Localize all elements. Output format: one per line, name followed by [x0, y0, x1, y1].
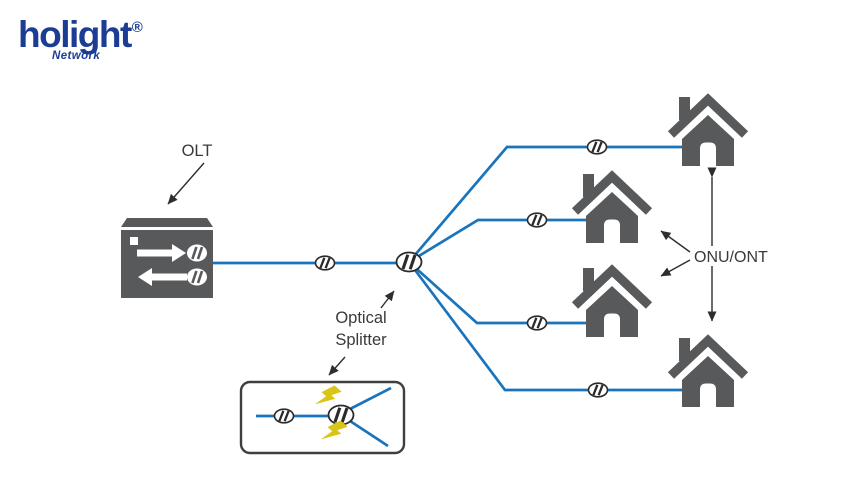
fiber-links	[213, 145, 698, 392]
inset-splice-icon	[273, 408, 295, 424]
feeder-splice-icon	[314, 255, 336, 271]
onu-ont-label: ONU/ONT	[694, 249, 768, 266]
drop-splice-4-icon	[587, 382, 609, 398]
splitter-label-arrow-to-inset	[328, 356, 346, 376]
olt-device	[121, 218, 213, 298]
drop-fiber-1	[407, 145, 698, 263]
drop-splice-1-icon	[586, 139, 608, 155]
onu-label-backdrop	[692, 246, 776, 266]
optical-splitter-node-icon	[394, 250, 424, 274]
splitter-inset-box	[239, 380, 406, 455]
drop-fiber-4	[407, 261, 698, 392]
olt-label: OLT	[182, 142, 213, 160]
olt-downstream-arrow-icon	[137, 244, 186, 262]
registered-mark: ®	[131, 19, 143, 36]
olt-upstream-arrow-icon	[138, 268, 187, 286]
olt-label-arrow	[167, 162, 205, 205]
onu-arrow-to-home-3	[660, 259, 691, 277]
logo-subtitle: Network	[52, 49, 101, 62]
home-icon-4	[671, 338, 745, 407]
splitter-label-arrow-to-node	[380, 290, 395, 309]
drop-fiber-2	[408, 218, 602, 264]
brand-text: holight®	[18, 14, 143, 55]
optical-splitter-label-line2: Splitter	[335, 331, 387, 349]
home-icon-1	[671, 97, 745, 166]
home-icon-2	[575, 174, 649, 243]
brand-wordmark: holight	[18, 14, 132, 55]
drop-splice-3-icon	[526, 315, 548, 331]
onu-arrow-to-home-2	[660, 230, 691, 253]
drop-fiber-3	[408, 260, 602, 325]
inset-output-fiber-1	[349, 386, 392, 411]
logo: holight® Network	[18, 14, 143, 62]
olt-lid	[121, 218, 213, 227]
olt-indicator	[130, 237, 138, 245]
home-icon-3	[575, 268, 649, 337]
inset-border	[239, 380, 406, 455]
drop-splice-2-icon	[526, 212, 548, 228]
olt-port-top-icon	[185, 243, 209, 263]
olt-port-bottom-icon	[185, 267, 209, 287]
optical-splitter-label-line1: Optical	[335, 309, 386, 327]
inset-output-fiber-2	[349, 419, 389, 448]
